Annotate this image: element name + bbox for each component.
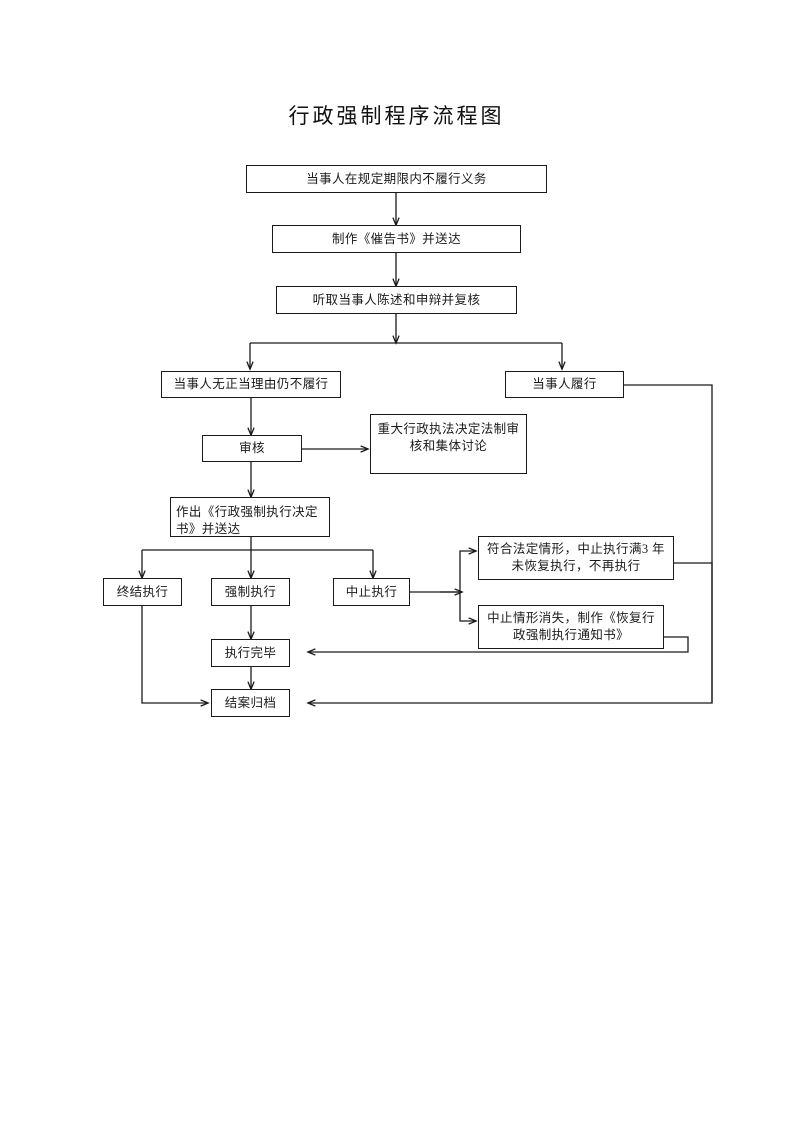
node-n13-label: 中止情形消失，制作《恢复行政强制执行通知书》: [487, 611, 655, 642]
node-n6-label: 审核: [239, 441, 265, 455]
node-n10-label: 强制执行: [224, 584, 277, 599]
node-n14-label: 执行完毕: [224, 645, 277, 660]
node-n9-label: 终结执行: [116, 584, 169, 599]
node-n1-label: 当事人在规定期限内不履行义务: [306, 171, 487, 186]
node-n7-label: 重大行政执法决定法制审核和集体讨论: [377, 422, 520, 453]
edge-n9-n15: [141, 606, 208, 703]
node-n6[interactable]: 审核: [202, 435, 302, 462]
node-n15[interactable]: 结案归档: [211, 689, 290, 717]
node-n8[interactable]: 作出《行政强制执行决定书》并送达: [170, 497, 330, 537]
node-n2[interactable]: 制作《催告书》并送达: [272, 225, 521, 253]
node-n11-label: 中止执行: [345, 584, 398, 599]
page-title: 行政强制程序流程图: [288, 104, 505, 128]
node-n5-label: 当事人履行: [532, 377, 597, 391]
node-n13[interactable]: 中止情形消失，制作《恢复行政强制执行通知书》: [478, 605, 664, 649]
node-n1[interactable]: 当事人在规定期限内不履行义务: [246, 165, 547, 193]
edge-junction-n13: [459, 592, 476, 621]
node-n3[interactable]: 听取当事人陈述和申辩并复核: [276, 286, 517, 314]
node-n9[interactable]: 终结执行: [103, 578, 182, 606]
node-n8-label: 作出《行政强制执行决定书》并送达: [176, 505, 318, 536]
node-n12-label: 符合法定情形，中止执行满3 年未恢复执行，不再执行: [487, 542, 665, 573]
node-n11[interactable]: 中止执行: [333, 578, 410, 606]
node-n4[interactable]: 当事人无正当理由仍不履行: [161, 371, 341, 398]
node-n3-label: 听取当事人陈述和申辩并复核: [312, 292, 481, 307]
node-n15-label: 结案归档: [224, 695, 277, 710]
node-n12[interactable]: 符合法定情形，中止执行满3 年未恢复执行，不再执行: [478, 536, 674, 580]
node-n5[interactable]: 当事人履行: [505, 371, 624, 398]
node-n7[interactable]: 重大行政执法决定法制审核和集体讨论: [370, 414, 527, 474]
node-n4-label: 当事人无正当理由仍不履行: [173, 377, 329, 391]
node-n14[interactable]: 执行完毕: [211, 639, 290, 667]
edge-junction-n12: [459, 551, 476, 592]
node-n10[interactable]: 强制执行: [211, 578, 290, 606]
node-n2-label: 制作《催告书》并送达: [331, 231, 461, 246]
